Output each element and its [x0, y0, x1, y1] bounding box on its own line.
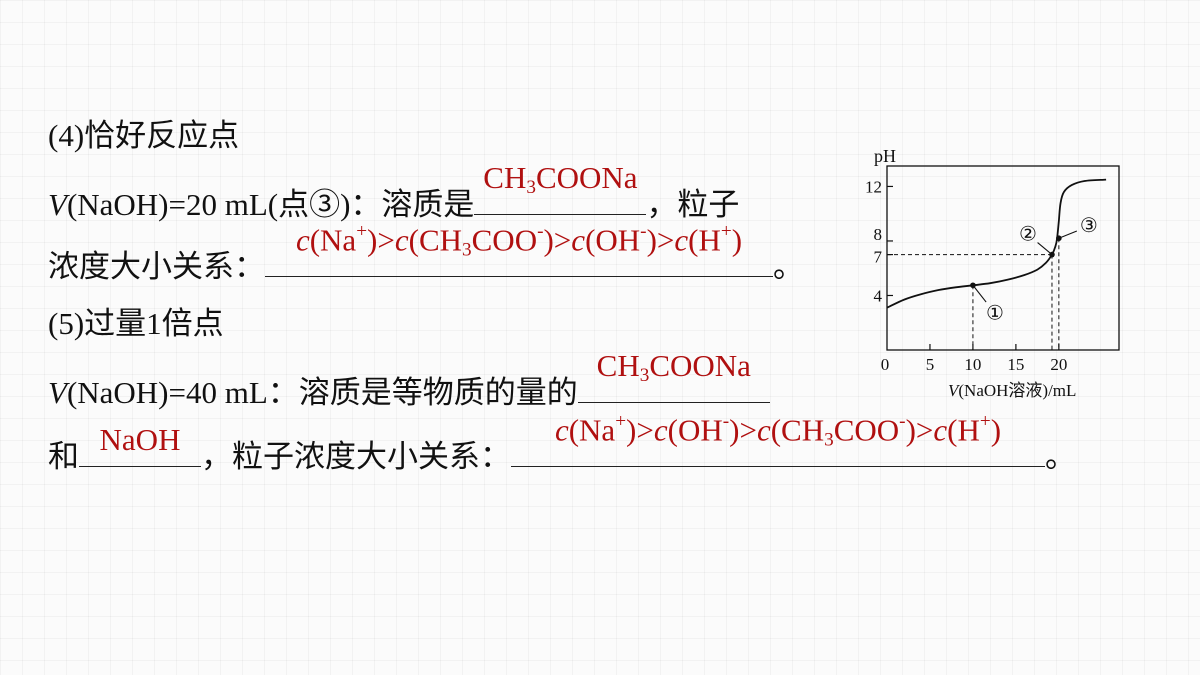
x-tick-label-5: 5 — [926, 355, 935, 374]
x-tick-label-0: 0 — [881, 355, 890, 374]
y-axis-label: pH — [874, 146, 896, 166]
line-point-5-volume: V(NaOH)=40 mL：溶质是等物质的量的 CH3COONa — [48, 348, 770, 413]
point-1-label: ① — [986, 302, 1004, 324]
point-3-dot — [1056, 235, 1062, 242]
plot-frame — [886, 165, 1120, 351]
solute-answer-5b: NaOH — [99, 422, 181, 457]
heading-point-4: (4)恰好反应点 — [48, 116, 239, 156]
ph-curve — [886, 178, 1107, 309]
x-axis-label: V(NaOH溶液)/mL — [948, 381, 1076, 400]
order-blank-4: c(Na+)>c(CH3COO-)>c(OH-)>c(H+) — [265, 221, 773, 277]
volume-text: (NaOH)=20 mL(点③)：溶质是 — [66, 187, 475, 222]
x-tick-label-15: 15 — [1007, 355, 1024, 374]
y-tick-label-8: 8 — [874, 225, 883, 244]
x-axis-label-symbol: V — [948, 381, 961, 400]
y-tick-label-7: 7 — [874, 248, 883, 267]
solute-blank-5a: CH3COONa — [577, 348, 770, 403]
y-tick-label-12: 12 — [865, 177, 882, 196]
order-answer-5: c(Na+)>c(OH-)>c(CH3COO-)>c(H+) — [554, 410, 1002, 450]
titration-curve-chart: pH 4 7 8 12 0 5 10 15 20 ① ② ③ V(NaOH溶液)/mL — [865, 146, 1120, 400]
and-text: 和 — [48, 439, 79, 474]
x-tick-label-20: 20 — [1050, 355, 1067, 374]
order-answer-4: c(Na+)>c(CH3COO-)>c(OH-)>c(H+) — [295, 220, 743, 260]
line-point-4-order: 浓度大小关系： c(Na+)>c(CH3COO-)>c(OH-)>c(H+) 。 — [48, 221, 804, 287]
heading-text: (5)过量1倍点 — [48, 306, 224, 341]
point-2-label: ② — [1019, 224, 1037, 246]
solute-answer-5a: CH3COONa — [596, 348, 751, 386]
volume-symbol: V — [48, 187, 67, 222]
solute-blank-5b: NaOH — [79, 422, 201, 467]
order-label-5: ，粒子浓度大小关系： — [201, 439, 511, 474]
volume-symbol: V — [48, 375, 67, 410]
solute-blank-4: CH3COONa — [474, 160, 647, 215]
after-blank-text: ，粒子 — [646, 187, 740, 222]
x-tick-label-10: 10 — [964, 355, 981, 374]
end-mark-5: 。 — [1045, 439, 1076, 474]
y-tick-label-4: 4 — [874, 286, 883, 305]
end-mark-4: 。 — [773, 249, 804, 284]
x-axis-label-text: (NaOH溶液)/mL — [958, 381, 1076, 400]
solute-answer-4: CH3COONa — [483, 160, 638, 198]
order-label-4: 浓度大小关系： — [48, 249, 265, 284]
point-3-label: ③ — [1080, 215, 1098, 237]
point-3-leader — [1058, 230, 1078, 239]
order-blank-5: c(Na+)>c(OH-)>c(CH3COO-)>c(H+) — [511, 411, 1045, 467]
line-point-5-order: 和 NaOH ，粒子浓度大小关系： c(Na+)>c(OH-)>c(CH3COO-)>… — [48, 411, 1076, 477]
volume-text: (NaOH)=40 mL：溶质是等物质的量的 — [66, 375, 578, 410]
heading-text: (4)恰好反应点 — [48, 118, 240, 153]
heading-point-5: (5)过量1倍点 — [48, 304, 224, 344]
point-1-leader — [972, 284, 987, 303]
point-2-leader — [1037, 242, 1053, 256]
